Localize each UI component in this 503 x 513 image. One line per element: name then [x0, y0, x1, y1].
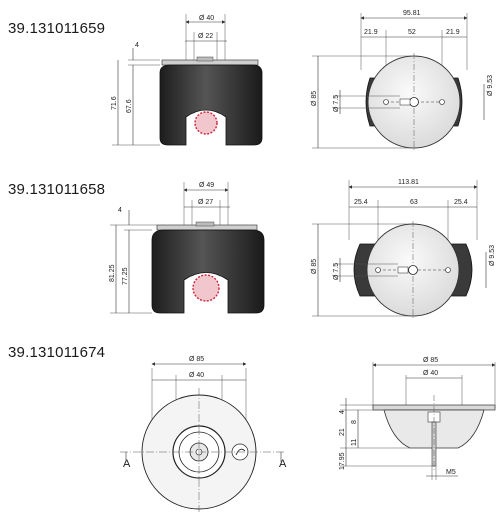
dim-1795-sect: 17.95 [339, 452, 346, 470]
dim-total-height-2: 81.25 [109, 264, 116, 282]
dim-width-1: 95.81 [403, 10, 421, 17]
dim-8-sect: 8 [351, 420, 358, 424]
side-view-2: Ø 49 Ø 27 4 81.25 77.25 [109, 182, 265, 314]
top-view-1: 95.81 21.9 52 21.9 Ø 85 Ø 7.5 [311, 10, 494, 151]
dim-plate-2: 4 [118, 207, 122, 214]
dim-thread-sect: M5 [446, 469, 456, 476]
dim-slot-2: Ø 7.5 [333, 263, 340, 280]
part-number-2: 39.131011658 [8, 181, 106, 198]
dim-hole-1: Ø 9.53 [487, 75, 494, 96]
dim-left-offset-1: 21.9 [364, 29, 378, 36]
dim-diameter-2: Ø 85 [311, 259, 318, 274]
dim-inner-dia-3: Ø 40 [189, 372, 204, 379]
dim-plate-1: 4 [135, 42, 139, 49]
section-label-left: A [123, 458, 131, 470]
part-number-1: 39.131011659 [8, 20, 106, 37]
dim-left-offset-2: 25.4 [354, 199, 368, 206]
plan-view-3: Ø 85 Ø 40 A A [120, 356, 287, 512]
dim-hole-2: Ø 9.53 [489, 245, 496, 266]
dim-inner-dia-2: Ø 27 [198, 199, 213, 206]
dim-right-offset-2: 25.4 [454, 199, 468, 206]
dim-width-2: 113.81 [398, 179, 419, 186]
dim-slot-1: Ø 7.5 [333, 95, 340, 112]
dim-diameter-1: Ø 85 [311, 91, 318, 106]
side-view-1: Ø 40 Ø 22 4 71.6 67.6 [111, 14, 263, 146]
dim-total-height-1: 71.6 [111, 96, 118, 110]
dim-outer-dia-3: Ø 85 [189, 356, 204, 363]
dim-outer-dia-sect: Ø 85 [423, 357, 438, 364]
dim-body-height-1: 67.6 [126, 99, 133, 113]
dim-right-offset-1: 21.9 [446, 29, 460, 36]
part-number-3: 39.131011674 [8, 344, 106, 361]
dim-4-sect: 4 [339, 410, 346, 414]
dim-inner-dia-1: Ø 22 [198, 33, 213, 40]
dim-inner-dia-sect: Ø 40 [423, 370, 438, 377]
section-view-3: Ø 85 Ø 40 4 21 8 11 17.95 [339, 357, 496, 480]
dim-21-sect: 21 [339, 428, 346, 436]
dim-center-1: 52 [408, 29, 416, 36]
top-view-2: 113.81 25.4 63 25.4 Ø 85 Ø 7.5 Ø 9.53 [311, 179, 496, 319]
dim-11-sect: 11 [351, 439, 358, 446]
dim-center-2: 63 [410, 199, 418, 206]
dim-top-dia-2: Ø 49 [199, 182, 214, 189]
dim-top-dia-1: Ø 40 [199, 15, 214, 22]
dim-body-height-2: 77.25 [122, 267, 129, 285]
section-label-right: A [279, 458, 287, 470]
